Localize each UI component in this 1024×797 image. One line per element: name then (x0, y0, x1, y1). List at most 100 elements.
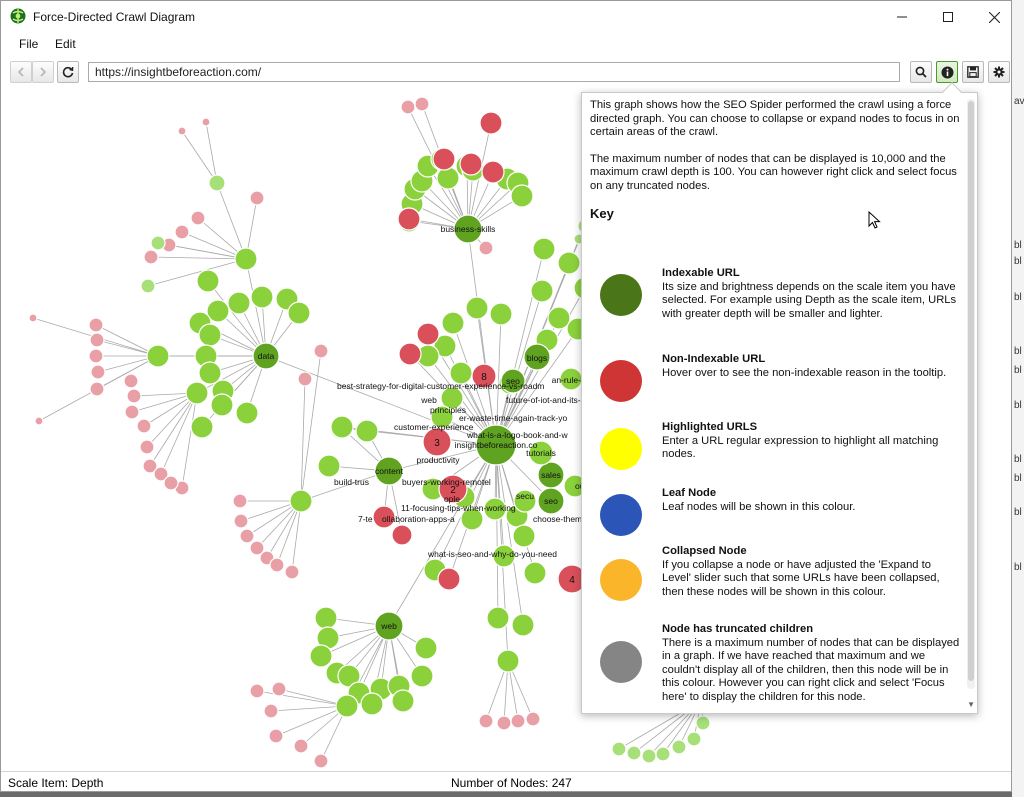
graph-node[interactable] (269, 557, 285, 573)
graph-node[interactable] (250, 285, 274, 309)
graph-node[interactable] (441, 311, 465, 335)
truncated-node[interactable] (438, 474, 468, 504)
graph-node[interactable] (206, 299, 230, 323)
blogs-hub-node[interactable] (523, 343, 551, 371)
save-button[interactable] (962, 61, 984, 83)
graph-node[interactable] (525, 711, 541, 727)
graph-node[interactable] (185, 381, 209, 405)
menu-file[interactable]: File (19, 37, 39, 51)
graph-node[interactable] (150, 235, 166, 251)
menu-edit[interactable]: Edit (55, 37, 76, 51)
graph-node[interactable] (330, 415, 354, 439)
graph-node[interactable] (433, 334, 457, 358)
graph-node[interactable] (355, 419, 379, 443)
graph-node[interactable] (440, 386, 464, 410)
graph-node[interactable] (293, 738, 309, 754)
graph-node[interactable] (337, 664, 361, 688)
graph-node[interactable] (174, 224, 190, 240)
graph-node[interactable] (436, 166, 460, 190)
graph-node[interactable] (492, 544, 516, 568)
root-node[interactable] (475, 424, 517, 466)
graph-node[interactable] (208, 174, 226, 192)
graph-node[interactable] (90, 364, 106, 380)
graph-node[interactable] (523, 561, 547, 585)
graph-node[interactable] (313, 753, 329, 769)
graph-node[interactable] (460, 507, 484, 531)
graph-node[interactable] (626, 745, 642, 761)
popup-scrollbar[interactable] (967, 99, 975, 689)
graph-node[interactable] (557, 251, 581, 275)
truncated-node[interactable] (471, 363, 497, 389)
graph-node[interactable] (28, 313, 38, 323)
graph-node[interactable] (496, 649, 520, 673)
graph-node[interactable] (513, 489, 537, 513)
graph-node[interactable] (146, 344, 170, 368)
graph-node[interactable] (268, 728, 284, 744)
truncated-node[interactable] (422, 427, 452, 457)
graph-node[interactable] (416, 322, 440, 346)
graph-node[interactable] (235, 401, 259, 425)
graph-node[interactable] (190, 415, 214, 439)
graph-node[interactable] (489, 302, 513, 326)
graph-node[interactable] (479, 111, 503, 135)
graph-node[interactable] (143, 249, 159, 265)
graph-nodes[interactable] (28, 96, 711, 769)
url-input[interactable]: https://insightbeforeaction.com/ (88, 62, 900, 82)
graph-node[interactable] (136, 418, 152, 434)
graph-node[interactable] (410, 664, 434, 688)
graph-node[interactable] (547, 306, 571, 330)
forward-button[interactable] (32, 61, 54, 83)
graph-node[interactable] (234, 247, 258, 271)
graph-node[interactable] (232, 493, 248, 509)
graph-node[interactable] (611, 741, 627, 757)
scroll-down-arrow-icon[interactable]: ▼ (967, 700, 975, 709)
graph-node[interactable] (686, 731, 702, 747)
content-hub-node[interactable] (374, 456, 404, 486)
graph-node[interactable] (89, 332, 105, 348)
close-button[interactable] (971, 1, 1011, 33)
graph-node[interactable] (459, 152, 483, 176)
graph-node[interactable] (123, 373, 139, 389)
graph-node[interactable] (510, 713, 526, 729)
data-hub-node[interactable] (252, 342, 280, 370)
graph-node[interactable] (249, 540, 265, 556)
graph-node[interactable] (432, 147, 456, 171)
graph-node[interactable] (641, 748, 657, 764)
graph-node[interactable] (500, 368, 526, 394)
graph-node[interactable] (140, 278, 156, 294)
info-button[interactable] (936, 61, 958, 83)
graph-node[interactable] (398, 342, 422, 366)
graph-node[interactable] (313, 343, 329, 359)
graph-node[interactable] (671, 739, 687, 755)
graph-node[interactable] (249, 683, 265, 699)
graph-node[interactable] (483, 497, 507, 521)
graph-node[interactable] (124, 404, 140, 420)
graph-node[interactable] (528, 440, 554, 466)
graph-node[interactable] (655, 746, 671, 762)
graph-node[interactable] (89, 381, 105, 397)
graph-node[interactable] (360, 692, 384, 716)
graph-node[interactable] (284, 564, 300, 580)
web-hub-node[interactable] (374, 611, 404, 641)
back-button[interactable] (10, 61, 32, 83)
graph-node[interactable] (414, 636, 438, 660)
graph-node[interactable] (481, 160, 505, 184)
search-button[interactable] (910, 61, 932, 83)
graph-node[interactable] (153, 466, 169, 482)
graph-node[interactable] (88, 317, 104, 333)
minimize-button[interactable] (879, 1, 925, 33)
graph-node[interactable] (177, 126, 187, 136)
graph-node[interactable] (210, 393, 234, 417)
graph-node[interactable] (227, 291, 251, 315)
graph-node[interactable] (465, 296, 489, 320)
popup-scrollbar-thumb[interactable] (968, 101, 974, 681)
graph-node[interactable] (201, 117, 211, 127)
graph-node[interactable] (163, 475, 179, 491)
graph-node[interactable] (297, 371, 313, 387)
maximize-button[interactable] (925, 1, 971, 33)
graph-node[interactable] (190, 210, 206, 226)
graph-node[interactable] (512, 524, 536, 548)
graph-node[interactable] (496, 715, 512, 731)
graph-node[interactable] (287, 301, 311, 325)
settings-button[interactable] (988, 61, 1010, 83)
